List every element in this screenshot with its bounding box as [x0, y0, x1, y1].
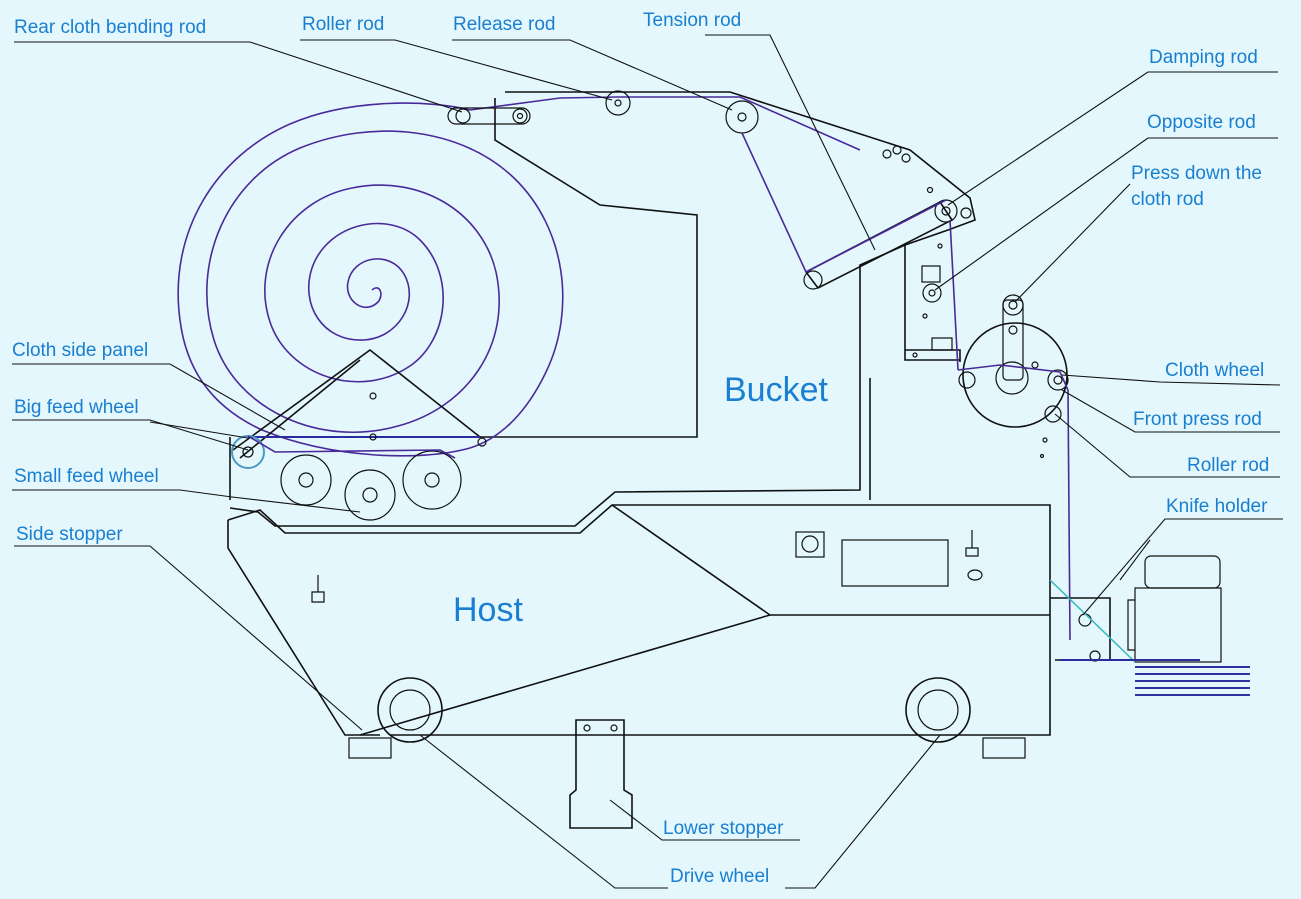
label-press-down-line1: Press down the — [1131, 163, 1262, 184]
knife-holder-assembly — [1049, 555, 1250, 696]
label-side-stopper: Side stopper — [16, 524, 123, 545]
label-damping-rod: Damping rod — [1149, 47, 1258, 68]
label-press-down-line2: cloth rod — [1131, 189, 1204, 210]
top-rollers — [447, 90, 934, 194]
leader-lines — [12, 34, 1283, 889]
drive-wheels — [377, 677, 971, 743]
label-rear-cloth-bending-rod: Rear cloth bending rod — [14, 17, 206, 38]
label-cloth-wheel: Cloth wheel — [1165, 360, 1264, 381]
feed-section — [229, 348, 487, 521]
cloth-spiral — [177, 102, 564, 457]
label-opposite-rod: Opposite rod — [1147, 112, 1256, 133]
cloth-wheel-assembly — [957, 294, 1071, 641]
press-bracket — [912, 243, 976, 389]
label-roller-rod-top: Roller rod — [302, 14, 384, 35]
label-small-feed-wheel: Small feed wheel — [14, 466, 159, 487]
label-cloth-side-panel: Cloth side panel — [12, 340, 148, 361]
label-front-press-rod: Front press rod — [1133, 409, 1262, 430]
host-frame — [227, 504, 1051, 759]
label-big-feed-wheel: Big feed wheel — [14, 397, 139, 418]
lower-stopper — [569, 719, 633, 829]
tension-arm — [741, 132, 972, 371]
callout-labels: Rear cloth bending rod Roller rod Releas… — [12, 10, 1269, 887]
label-knife-holder: Knife holder — [1166, 496, 1268, 517]
label-release-rod: Release rod — [453, 14, 555, 35]
region-host: Host — [453, 591, 523, 629]
label-drive-wheel: Drive wheel — [670, 866, 769, 887]
label-tension-rod: Tension rod — [643, 10, 741, 31]
region-bucket: Bucket — [724, 371, 828, 409]
label-lower-stopper: Lower stopper — [663, 818, 784, 839]
label-roller-rod-right: Roller rod — [1187, 455, 1269, 476]
bucket-frame — [229, 91, 976, 527]
